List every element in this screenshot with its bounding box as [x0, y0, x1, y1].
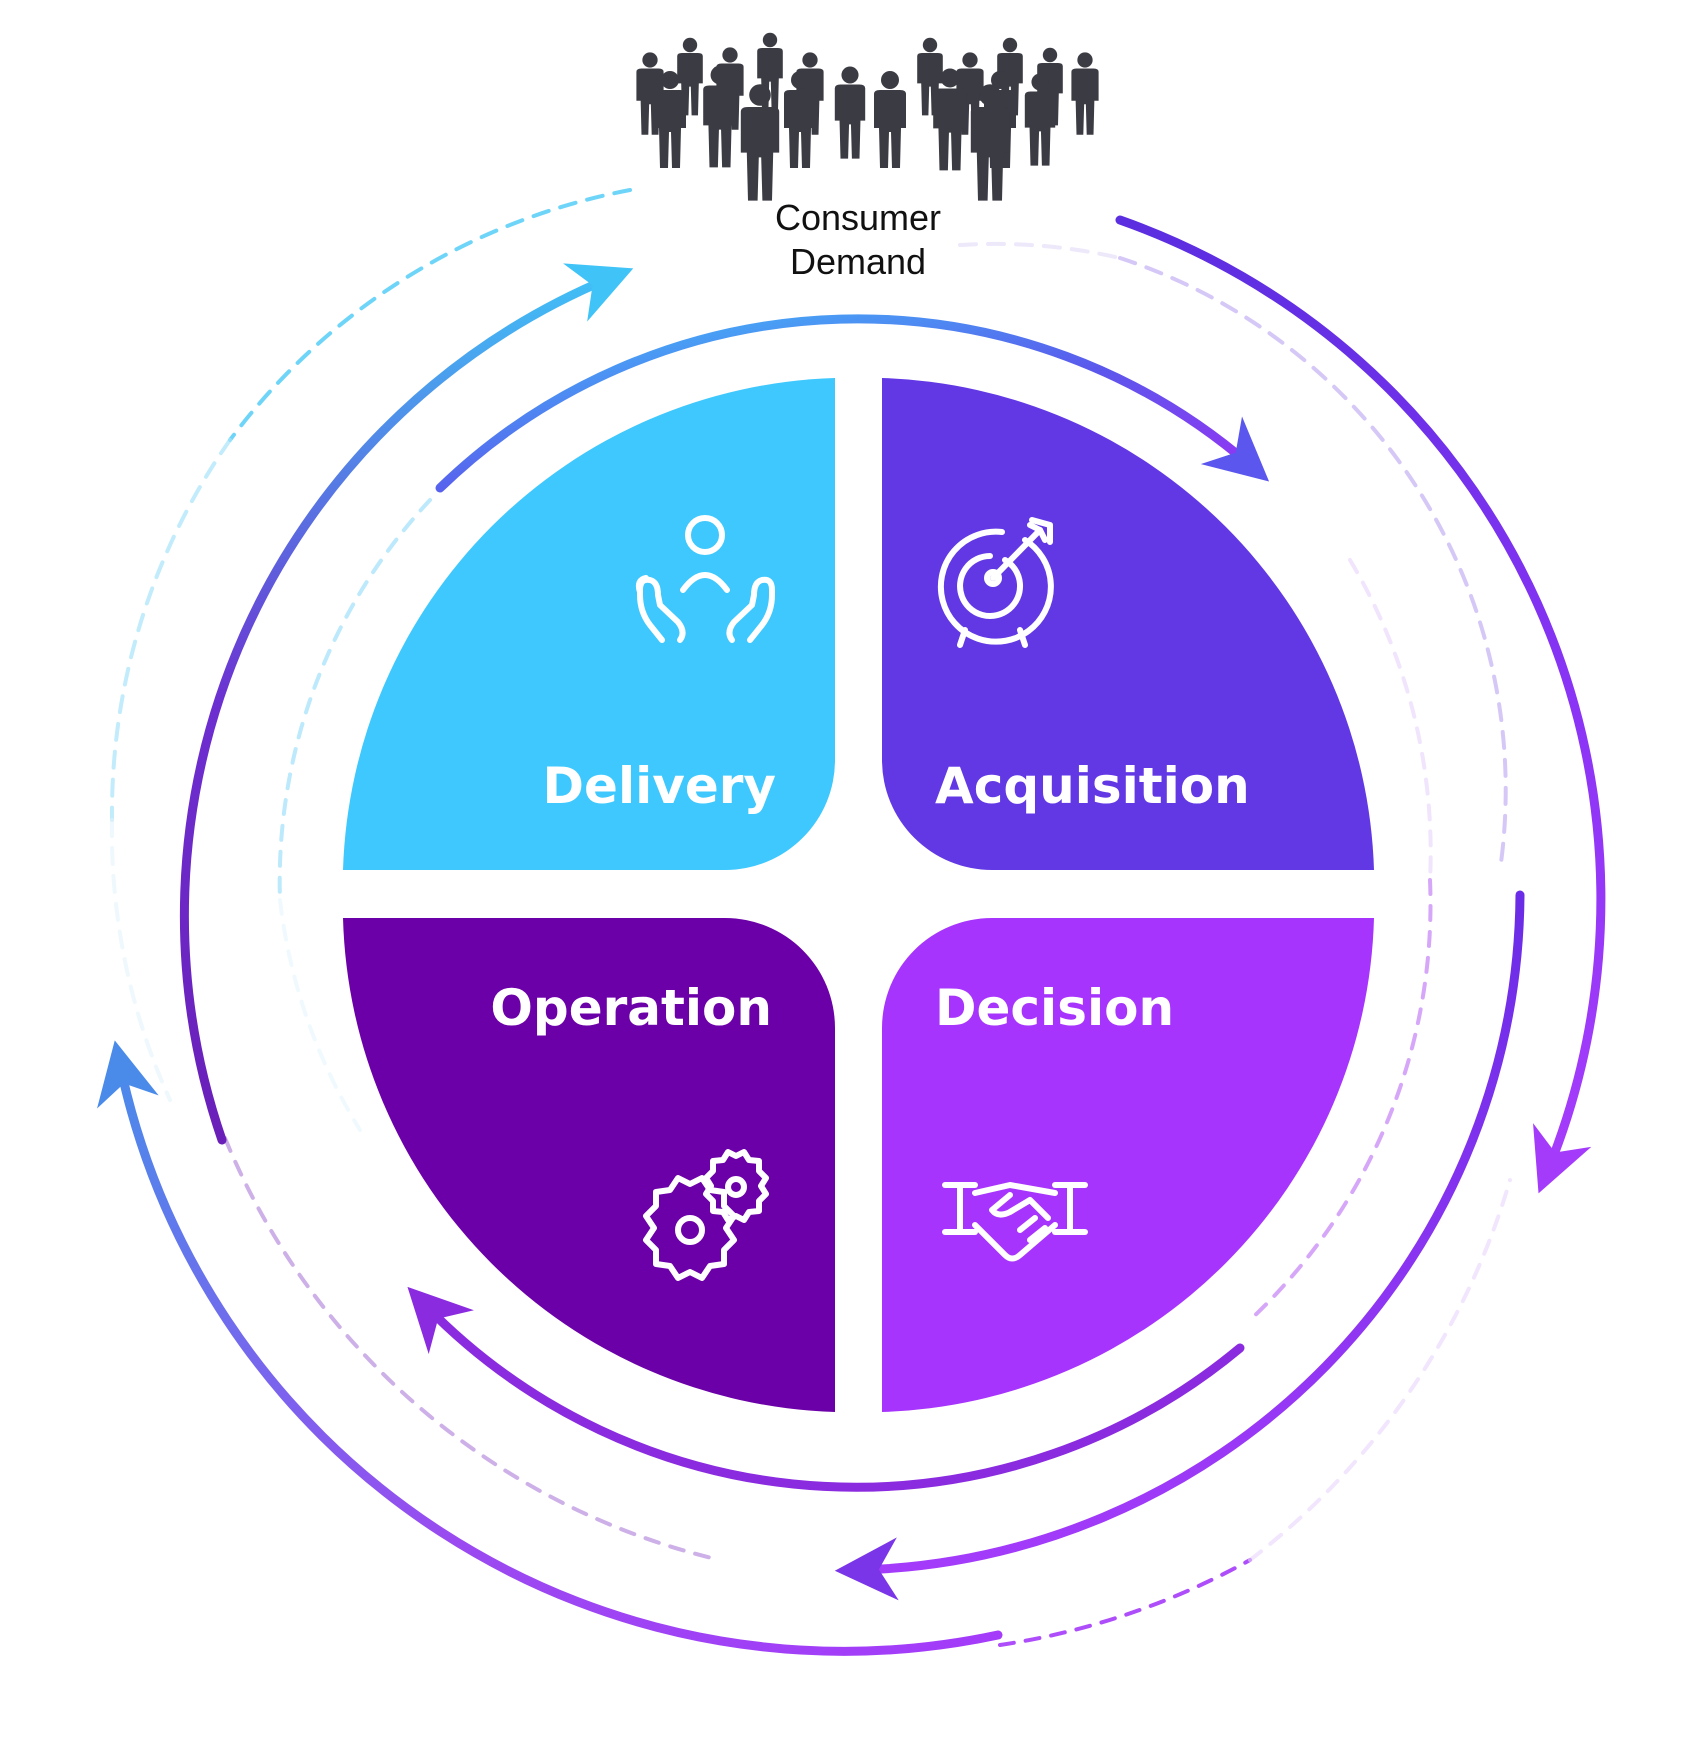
- gears-icon: [643, 1149, 769, 1281]
- target-arrow-icon: [937, 517, 1054, 648]
- outer-bottom-left-arc: [97, 1040, 1003, 1656]
- inner-dashed-ring: [223, 498, 1512, 1647]
- quadrant-acquisition: [882, 378, 1374, 870]
- bottom-inner-arc: [407, 1286, 1245, 1492]
- crowd-icon: [636, 32, 1099, 201]
- operation-label: Operation: [490, 979, 772, 1037]
- right-outer-arc: [1115, 215, 1606, 1194]
- quadrant-delivery: [343, 378, 835, 870]
- inner-top-arc: [435, 314, 1270, 493]
- delivery-label: Delivery: [543, 757, 776, 815]
- decision-label: Decision: [935, 979, 1174, 1037]
- quadrant-operation: [343, 918, 835, 1412]
- right-inner-arc: [834, 890, 1525, 1601]
- quadrant-decision: [882, 918, 1374, 1412]
- acquisition-label: Acquisition: [935, 757, 1250, 815]
- left-arc: [179, 263, 634, 1145]
- consumer-demand-line1: Consumer: [774, 197, 942, 238]
- handshake-icon: [942, 1182, 1088, 1262]
- hands-person-icon: [635, 515, 775, 643]
- consumer-demand-line2: Demand: [789, 241, 927, 282]
